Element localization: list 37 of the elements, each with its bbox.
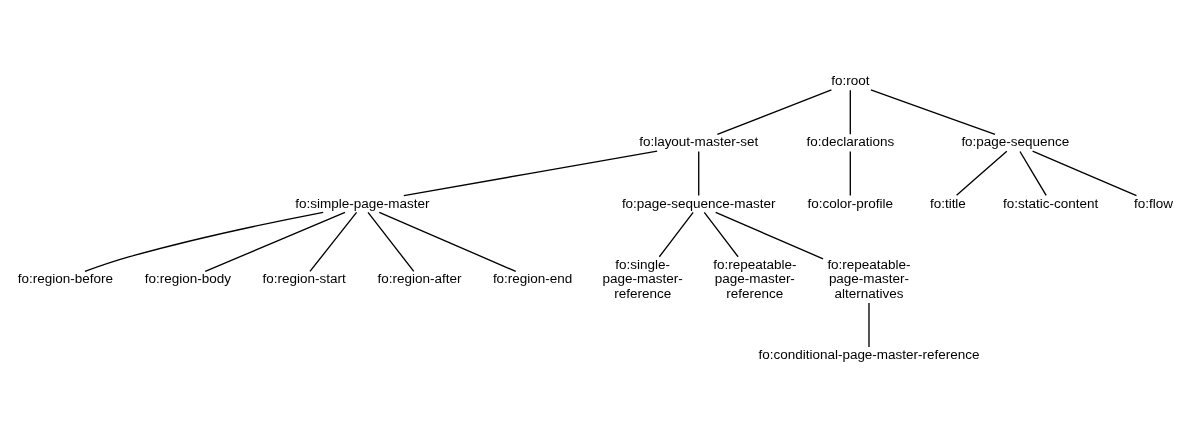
node-text: fo:static-content [1003, 195, 1099, 211]
connector [1031, 150, 1138, 197]
node-text: fo:single- page-master- reference [602, 256, 683, 301]
node-text: fo:repeatable- page-master- alternatives [827, 256, 911, 301]
node-text: fo:region-after [377, 271, 462, 287]
connector [1019, 150, 1047, 197]
node-text: fo:region-body [144, 271, 232, 287]
connector [84, 211, 324, 273]
node-text: fo:declarations [806, 134, 895, 150]
node-text: fo:title [929, 195, 966, 211]
node-text: fo:flow [1133, 195, 1173, 211]
node-text: fo:region-end [492, 271, 573, 287]
node-text: fo:root [831, 72, 870, 88]
connector [955, 150, 1008, 196]
node-text: fo:region-before [17, 271, 114, 287]
connector [703, 211, 739, 258]
node-text: fo:color-profile [807, 195, 894, 211]
connector [658, 211, 694, 258]
connector [204, 211, 346, 273]
connector [849, 89, 851, 135]
connector [403, 150, 658, 197]
node-text: fo:page-sequence [961, 134, 1070, 150]
connector [716, 89, 833, 136]
node-text: fo:layout-master-set [639, 134, 759, 150]
connector [715, 211, 824, 260]
node-text: fo:page-sequence-master [621, 195, 776, 211]
connector [868, 302, 870, 348]
node-text: fo:simple-page-master [295, 195, 430, 211]
connector [870, 89, 996, 136]
node-text: fo:conditional-page-master-reference [758, 347, 980, 363]
connector [849, 150, 851, 197]
node-text: fo:region-start [262, 271, 346, 287]
connector [367, 211, 415, 273]
node-text: fo:repeatable- page-master- reference [713, 256, 797, 301]
connector [309, 211, 358, 273]
connector [378, 211, 517, 273]
connector [698, 150, 700, 197]
